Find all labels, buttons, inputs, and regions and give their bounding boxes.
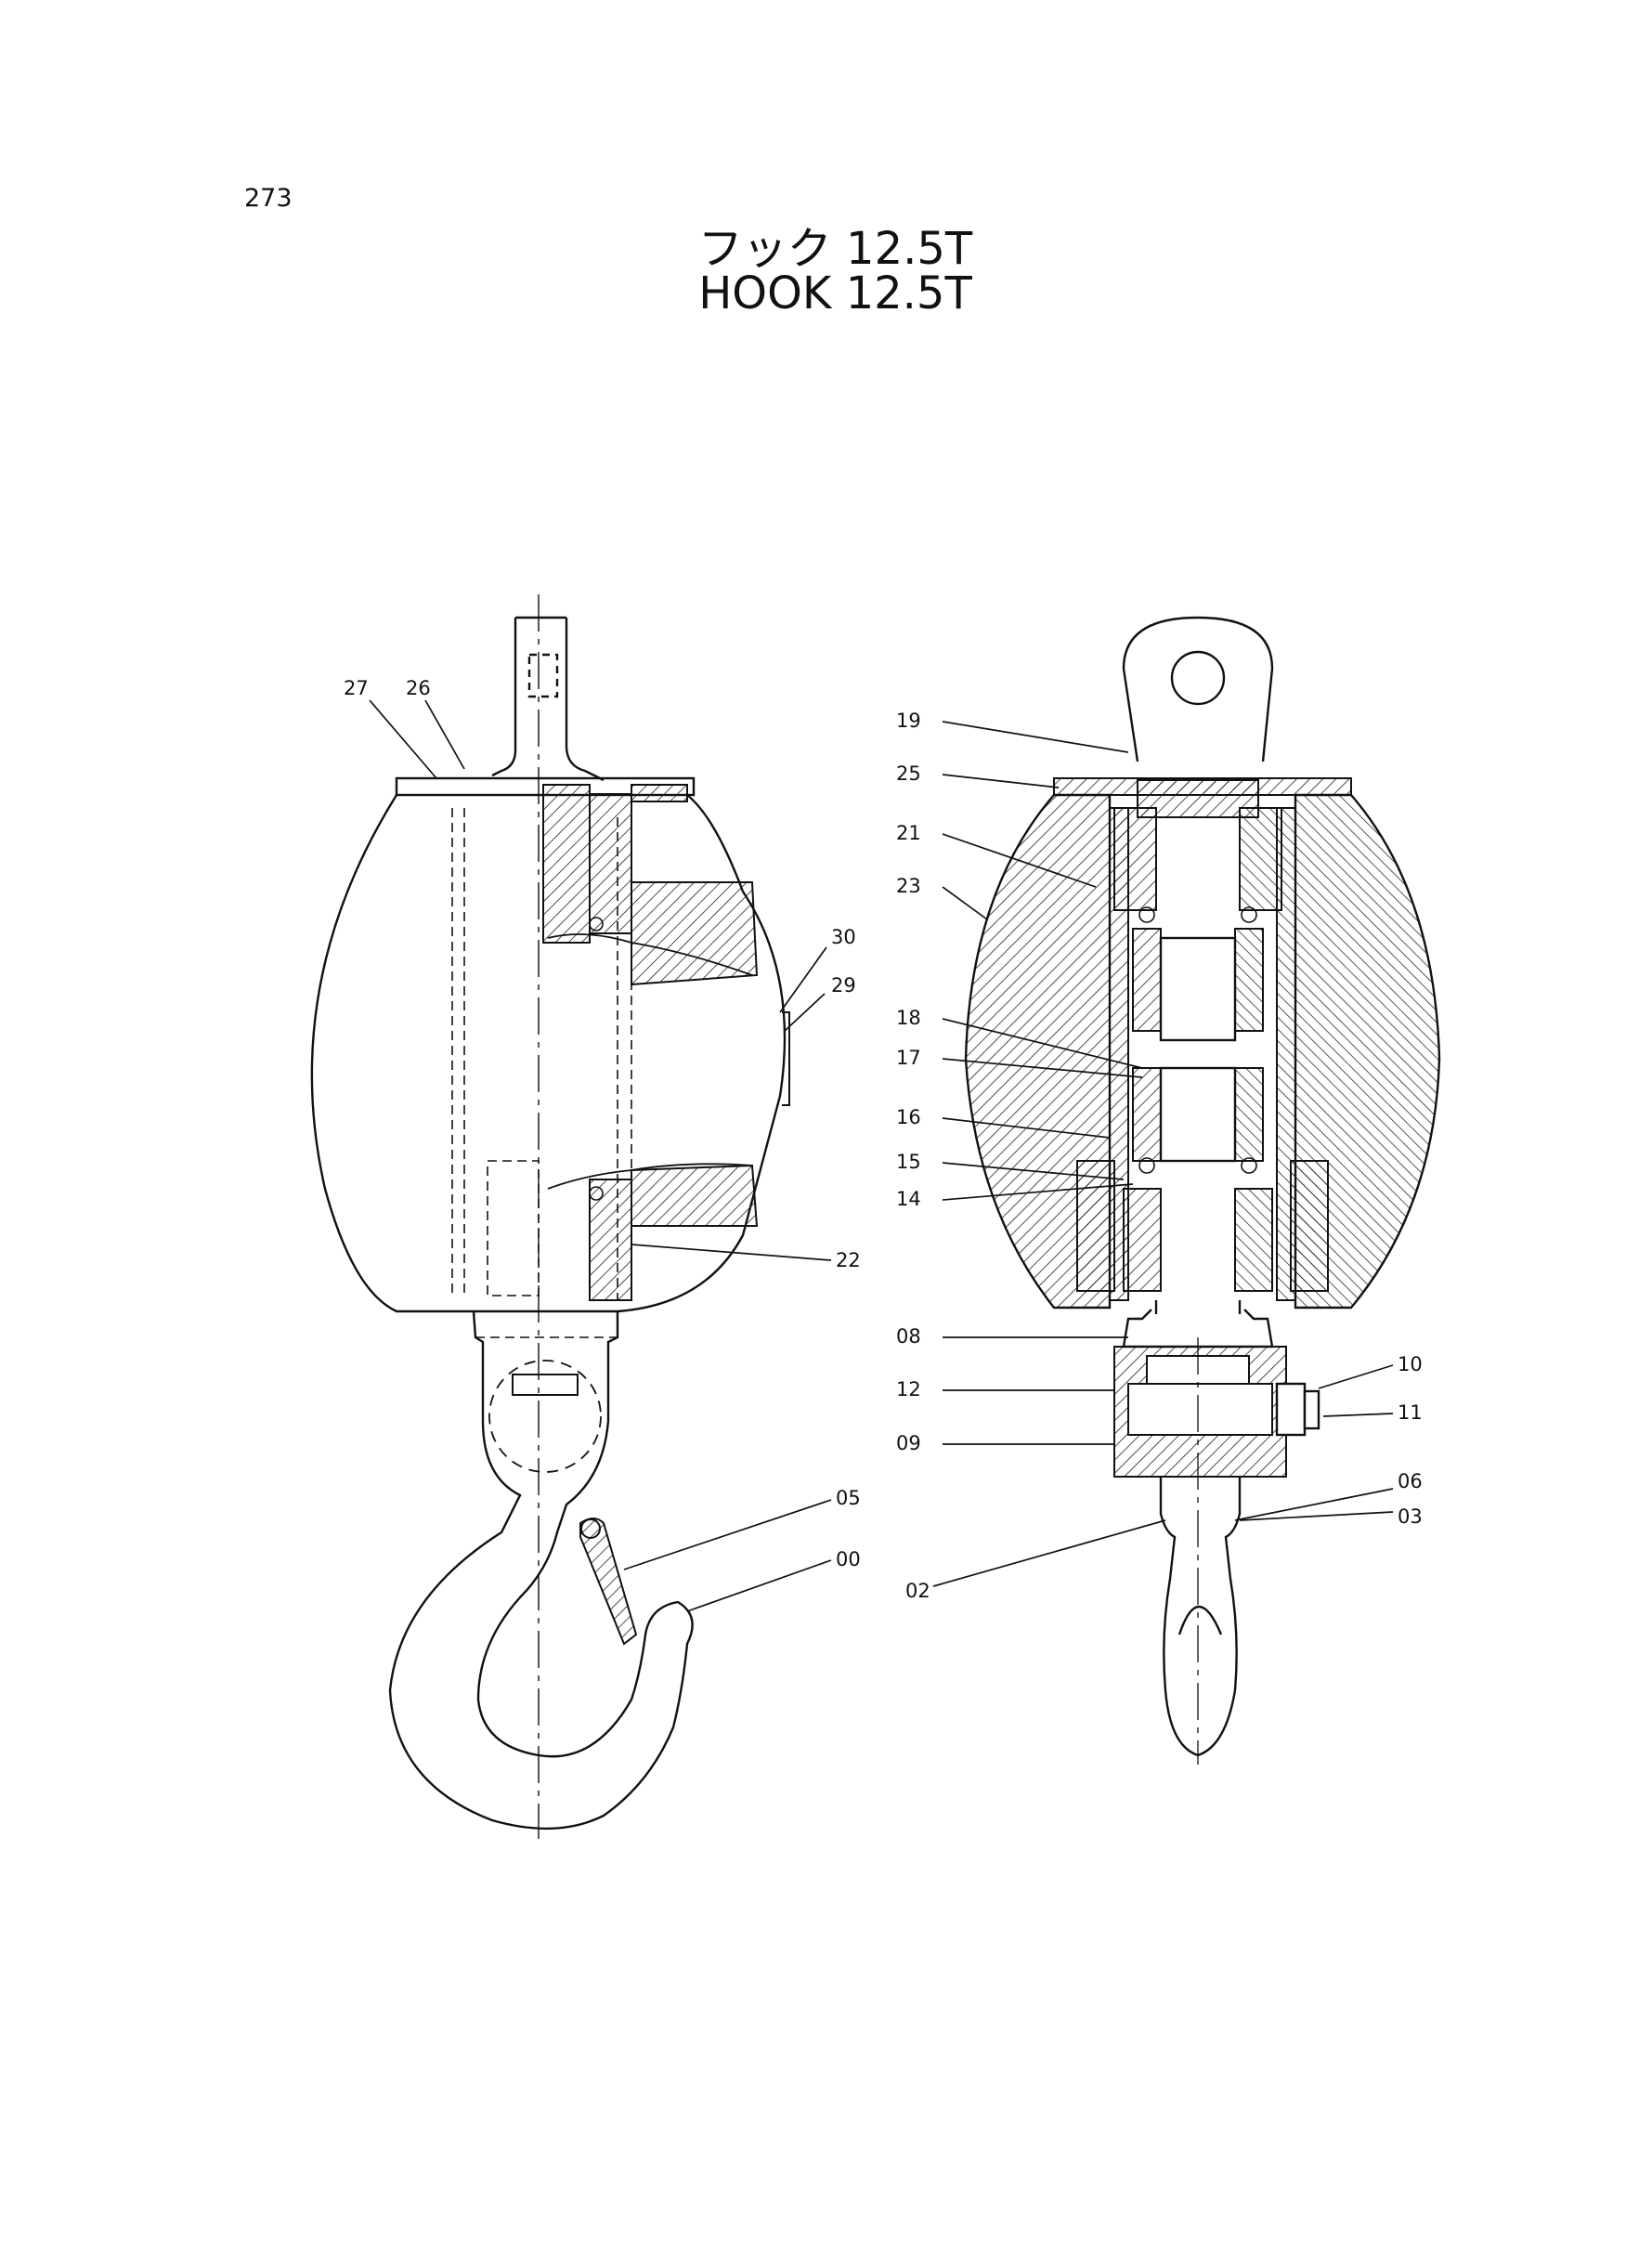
callout-27: 27 <box>344 677 369 699</box>
callout-06: 06 <box>1398 1470 1423 1492</box>
callout-08: 08 <box>896 1325 921 1348</box>
title-japanese: フック 12.5T <box>697 223 973 275</box>
callout-17: 17 <box>896 1047 921 1069</box>
callout-19: 19 <box>896 710 921 732</box>
callout-02: 02 <box>905 1580 930 1602</box>
callout-29: 29 <box>831 974 856 997</box>
callout-25: 25 <box>896 762 921 785</box>
callouts-left: 27 26 30 29 22 05 00 <box>344 677 861 1570</box>
title-english: HOOK 12.5T <box>698 267 972 319</box>
callout-03: 03 <box>1398 1505 1423 1528</box>
callouts-right: 19 25 21 23 18 17 16 15 14 08 12 09 10 1… <box>896 710 1423 1602</box>
callout-22: 22 <box>836 1249 861 1271</box>
callout-23: 23 <box>896 875 921 897</box>
callout-00: 00 <box>836 1548 861 1570</box>
callout-26: 26 <box>406 677 431 699</box>
callout-16: 16 <box>896 1106 921 1128</box>
left-hook-view <box>310 594 790 1839</box>
callout-18: 18 <box>896 1007 921 1029</box>
callout-09: 09 <box>896 1432 921 1454</box>
callout-12: 12 <box>896 1378 921 1401</box>
callout-14: 14 <box>896 1188 921 1210</box>
callout-11: 11 <box>1398 1401 1423 1424</box>
callout-05: 05 <box>836 1487 861 1509</box>
callout-30: 30 <box>831 926 856 948</box>
callout-21: 21 <box>896 822 921 844</box>
callout-10: 10 <box>1398 1353 1423 1375</box>
page-number: 273 <box>244 184 293 213</box>
right-section-view <box>964 616 1441 1765</box>
leader-lines <box>369 699 1394 1612</box>
callout-15: 15 <box>896 1151 921 1173</box>
